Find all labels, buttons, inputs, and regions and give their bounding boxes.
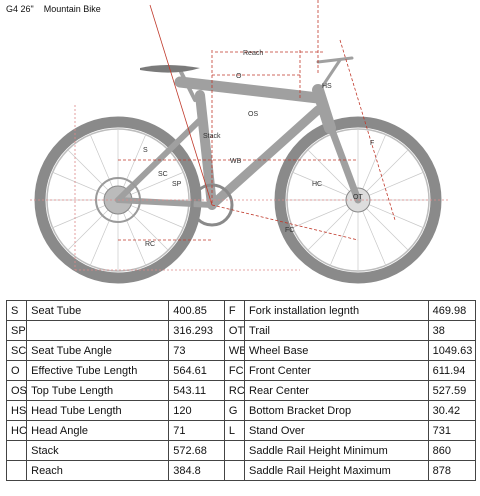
spec-code: OS xyxy=(5,380,28,401)
spec-name: Stack xyxy=(26,440,170,461)
spec-value: 73 xyxy=(168,340,225,361)
spec-code: FC xyxy=(223,360,246,381)
spec-value: 316.293 xyxy=(168,320,225,341)
spec-value: 400.85 xyxy=(168,300,225,321)
label-sc: SC xyxy=(158,171,168,178)
spec-name: Stand Over xyxy=(244,420,429,441)
spec-value: 564.61 xyxy=(168,360,225,381)
bike-frame xyxy=(115,56,362,210)
spec-name: Effective Tube Length xyxy=(26,360,170,381)
label-f: F xyxy=(370,140,374,147)
spec-name: Saddle Rail Height Minimum xyxy=(244,440,429,461)
spec-name: Trail xyxy=(244,320,429,341)
label-sp: SP xyxy=(172,181,182,188)
label-fc: FC xyxy=(285,227,294,234)
spec-code: HC xyxy=(5,420,28,441)
spec-name: Top Tube Length xyxy=(26,380,170,401)
spec-value: 71 xyxy=(168,420,225,441)
spec-code: O xyxy=(5,360,28,381)
dimension-lines xyxy=(30,0,450,271)
spec-name: Head Angle xyxy=(26,420,170,441)
spec-value: 120 xyxy=(168,400,225,421)
label-ot: OT xyxy=(353,194,363,201)
spec-name: Saddle Rail Height Maximum xyxy=(244,460,429,481)
spec-code: WB xyxy=(223,340,246,361)
spec-value: 384.8 xyxy=(168,460,225,481)
spec-name: Seat Tube Angle xyxy=(26,340,170,361)
spec-name xyxy=(26,320,170,341)
spec-name: Bottom Bracket Drop xyxy=(244,400,429,421)
spec-value: 860 xyxy=(427,440,477,461)
label-s: S xyxy=(143,147,148,154)
label-rc: RC xyxy=(145,241,155,248)
page-title: G4 26" Mountain Bike xyxy=(6,4,101,14)
spec-code: HS xyxy=(5,400,28,421)
spec-name: Fork installation legnth xyxy=(244,300,429,321)
spec-code: F xyxy=(223,300,246,321)
bike-geometry-diagram: Reach O HS OS Stack S SC SP WB F HC OT R… xyxy=(30,0,450,284)
spec-value: 611.94 xyxy=(427,360,477,381)
spec-value: 30.42 xyxy=(427,400,477,421)
label-stack: Stack xyxy=(203,133,221,140)
label-wb: WB xyxy=(230,158,242,165)
spec-value: 731 xyxy=(427,420,477,441)
label-reach: Reach xyxy=(243,50,263,57)
spec-code xyxy=(223,440,246,461)
spec-code xyxy=(5,460,28,481)
spec-code xyxy=(223,460,246,481)
spec-name: Seat Tube xyxy=(26,300,170,321)
spec-code: S xyxy=(5,300,28,321)
spec-code xyxy=(5,440,28,461)
spec-value: 878 xyxy=(427,460,477,481)
spec-value: 527.59 xyxy=(427,380,477,401)
spec-code: G xyxy=(223,400,246,421)
spec-name: Reach xyxy=(26,460,170,481)
spec-name: Rear Center xyxy=(244,380,429,401)
spec-code: SC xyxy=(5,340,28,361)
spec-name: Wheel Base xyxy=(244,340,429,361)
label-hs: HS xyxy=(322,83,332,90)
spec-code: L xyxy=(223,420,246,441)
spec-name: Front Center xyxy=(244,360,429,381)
label-o: O xyxy=(236,73,242,80)
spec-name: Head Tube Length xyxy=(26,400,170,421)
spec-value: 572.68 xyxy=(168,440,225,461)
spec-value: 1049.63 xyxy=(427,340,477,361)
label-os: OS xyxy=(248,111,258,118)
spec-code: OT xyxy=(223,320,246,341)
spec-value: 469.98 xyxy=(427,300,477,321)
spec-value: 38 xyxy=(427,320,477,341)
spec-code: RC xyxy=(223,380,246,401)
label-hc: HC xyxy=(312,181,322,188)
spec-code: SP xyxy=(5,320,28,341)
spec-value: 543.11 xyxy=(168,380,225,401)
